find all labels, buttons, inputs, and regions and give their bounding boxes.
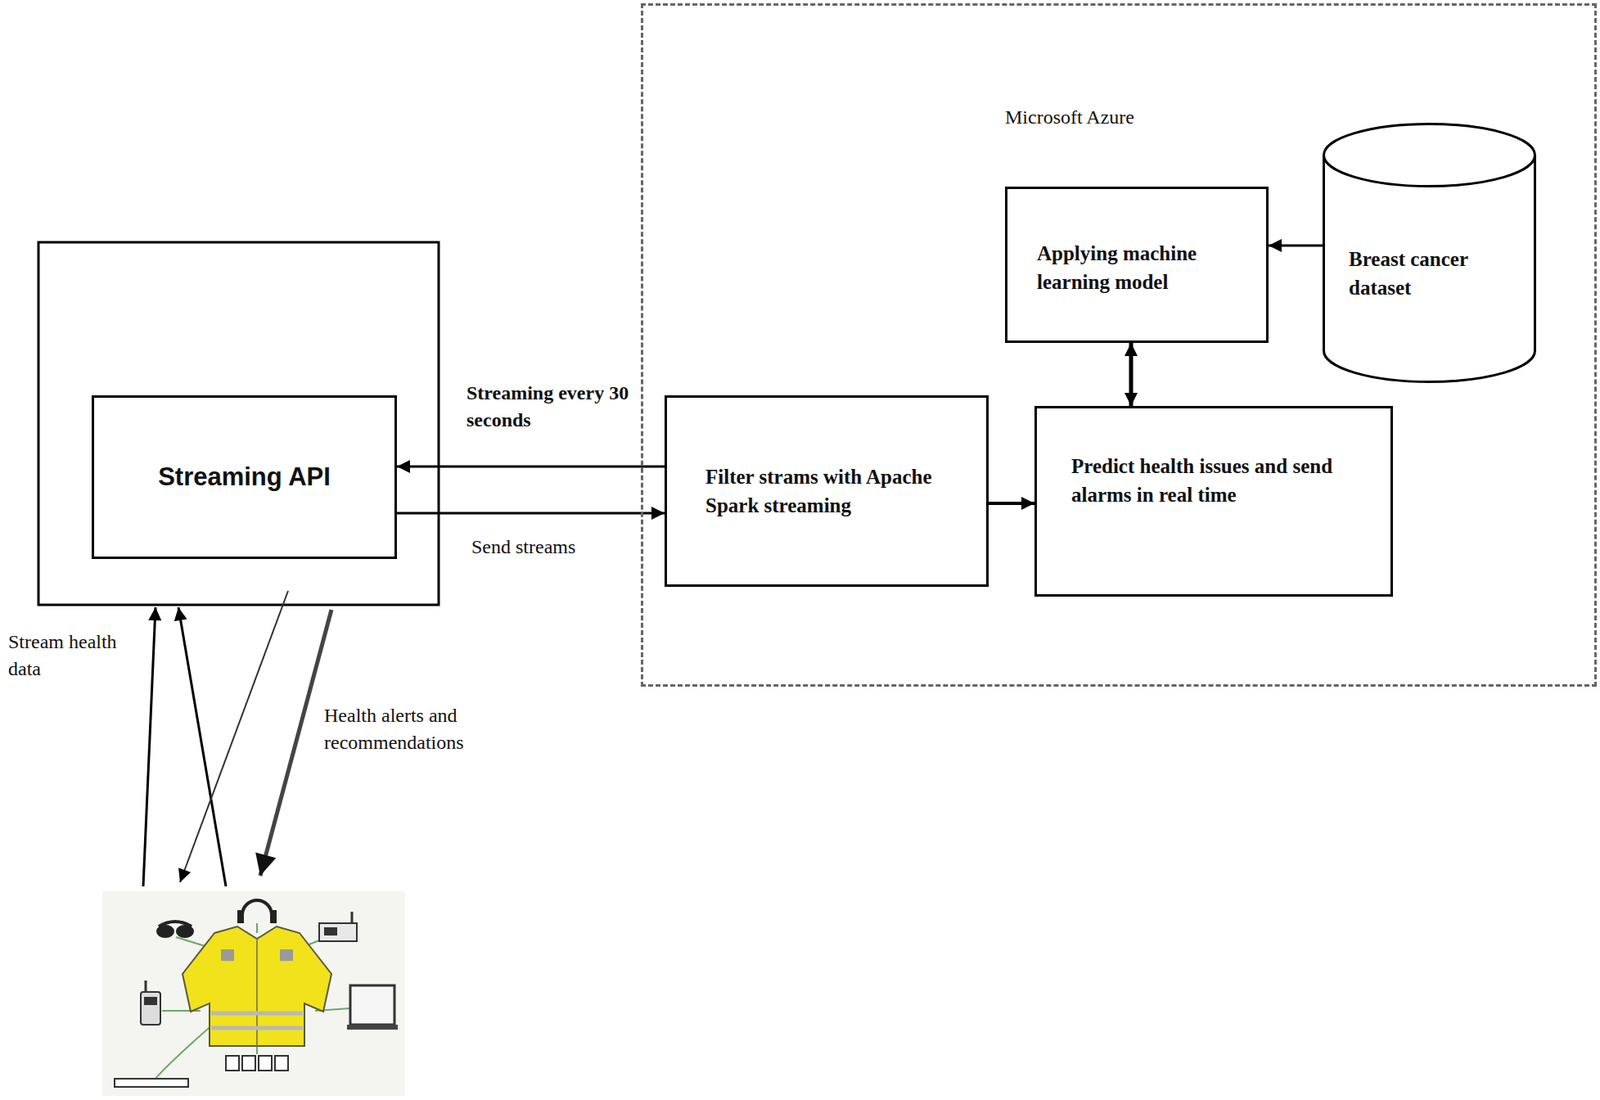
process-box: Predict health issues and send alarms in… xyxy=(1034,405,1393,597)
client-frame xyxy=(38,242,439,605)
box-text: Applying machine learning model xyxy=(1036,239,1252,297)
flow-label: Stream health data xyxy=(6,628,145,682)
process-box: Applying machine learning model xyxy=(1005,186,1269,343)
box-text: Breast cancer dataset xyxy=(1348,245,1527,302)
cloud-region: Microsoft AzureApplying machine learning… xyxy=(640,3,1597,687)
region-title: Microsoft Azure xyxy=(1005,103,1135,131)
edge-label: Send streams xyxy=(469,533,629,561)
flow-arrow xyxy=(396,512,665,515)
edge-label: Streaming every 30 seconds xyxy=(464,379,636,433)
flow-arrow xyxy=(988,501,1035,505)
flow-label: Health alerts and recommendations xyxy=(322,702,502,756)
process-box: Filter strams with Apache Spark streamin… xyxy=(664,395,989,587)
database-cylinder: Breast cancer dataset xyxy=(1322,122,1537,384)
box-text: Streaming API xyxy=(157,459,331,496)
box-text: Predict health issues and send alarms in… xyxy=(1071,452,1378,510)
flow-arrow xyxy=(396,465,665,469)
wearable-illustration xyxy=(102,891,406,1096)
api-box: Streaming API xyxy=(91,395,397,559)
flow-arrow xyxy=(1129,342,1134,406)
box-text: Filter strams with Apache Spark streamin… xyxy=(705,463,974,520)
flow-arrow xyxy=(1268,244,1323,248)
client-arrows xyxy=(143,590,332,887)
